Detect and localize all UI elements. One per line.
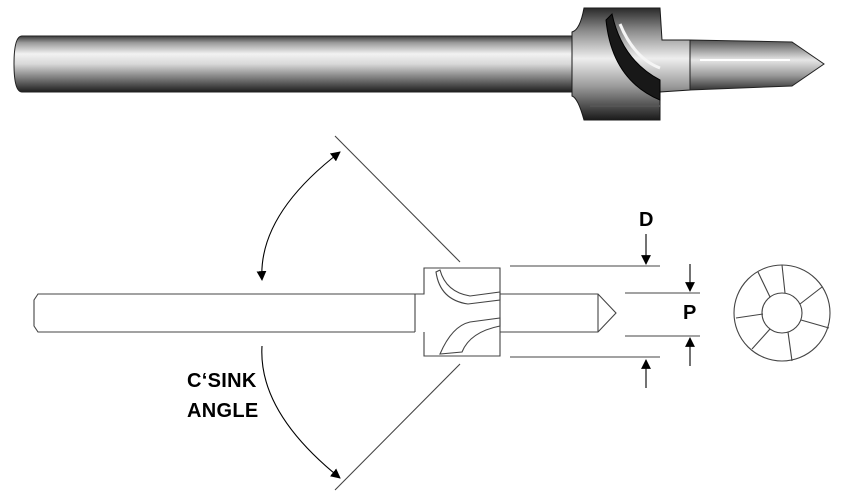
angle-side-upper	[334, 135, 461, 263]
photo-flute	[605, 12, 661, 101]
drawing-pilot	[500, 293, 617, 333]
tool-photo	[13, 7, 825, 121]
countersink-angle-label-line1: C‘SINK	[187, 370, 257, 392]
extension-lines	[510, 265, 700, 358]
drawing-flute-lower	[439, 317, 501, 355]
photo-pilot-tip	[689, 39, 825, 91]
angle-side-lower	[334, 363, 461, 491]
diameter-label: D	[639, 209, 654, 231]
technical-drawing	[33, 135, 831, 491]
drawing-cutter-body	[414, 267, 501, 357]
end-view	[733, 264, 831, 362]
photo-cutter-head	[571, 7, 691, 121]
drawing-shank	[33, 293, 415, 333]
photo-shank	[13, 35, 573, 93]
drawing-flute-upper	[435, 269, 501, 305]
countersink-angle-label: C‘SINK ANGLE	[187, 366, 259, 426]
pilot-label: P	[683, 302, 697, 324]
angle-arc	[256, 151, 341, 281]
countersink-angle-label-line2: ANGLE	[187, 400, 259, 422]
